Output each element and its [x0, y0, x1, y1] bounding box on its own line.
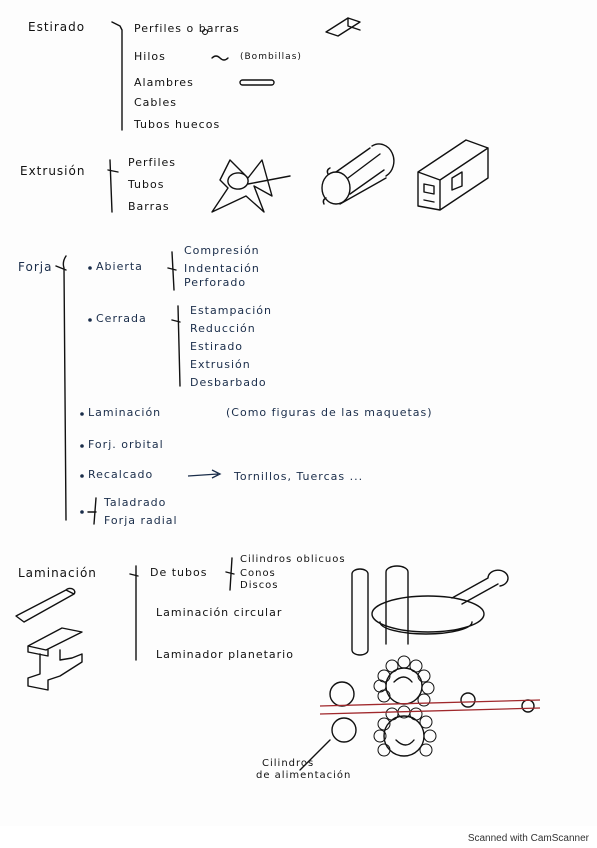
planetary-rollers [373, 655, 437, 757]
alimentacion-label-2: de alimentación [256, 770, 352, 781]
bullet-taladrado [80, 510, 84, 514]
recalcado-arrow [187, 469, 222, 479]
forja-bracket [55, 255, 67, 521]
ring-rolling-sketch [351, 565, 509, 656]
estirado-heading: Estirado [28, 20, 86, 34]
forja-laminacion: Laminación [88, 406, 162, 419]
extrusion-item: Perfiles [128, 156, 177, 169]
tubos-item: Conos [240, 568, 276, 579]
estirado-hilos-note: (Bombillas) [240, 52, 302, 62]
estirado-item: Alambres [134, 76, 194, 89]
planetary-mill-sketch [299, 667, 535, 771]
tubos-item: Cilindros oblicuos [240, 554, 346, 565]
tubos-item: Discos [240, 580, 279, 591]
cerrada-bracket [171, 305, 181, 387]
bullet-abierta [88, 266, 92, 270]
cerrada-item: Estirado [190, 340, 244, 353]
extrusion-heading: Extrusión [20, 164, 86, 178]
abierta-item: Perforado [184, 276, 247, 289]
bullet-cerrada [88, 318, 92, 322]
taladrado-bracket [87, 497, 97, 525]
cerrada-item: Extrusión [190, 358, 251, 371]
bullet-laminacion [80, 412, 84, 416]
forja-orbital: Forj. orbital [88, 438, 164, 451]
cerrada-item: Reducción [190, 322, 256, 335]
abierta-bracket [167, 251, 177, 291]
laminacion-circular: Laminación circular [156, 606, 283, 619]
estirado-item: Tubos huecos [134, 118, 221, 131]
cerrada-item: Estampación [190, 304, 272, 317]
strip-sketch [319, 699, 541, 715]
extrusion-die-sketch [211, 159, 291, 213]
tube-sketch [15, 587, 76, 623]
laminacion-de-tubos: De tubos [150, 566, 208, 579]
extrusion-item: Barras [128, 200, 170, 213]
i-beam-sketch [27, 627, 83, 691]
hilos-squiggle [211, 55, 229, 61]
forja-recalcado-result: Tornillos, Tuercas ... [234, 470, 364, 483]
extruded-profile-sketch [417, 139, 489, 211]
forja-abierta-label: Abierta [96, 260, 143, 273]
extrusion-bracket [107, 159, 119, 213]
forja-taladrado: Taladrado [104, 496, 167, 509]
forja-radial: Forja radial [104, 514, 178, 527]
estirado-bracket [111, 21, 123, 131]
abierta-item: Compresión [184, 244, 260, 257]
laminacion-planetario: Laminador planetario [156, 648, 294, 661]
forja-cerrada-label: Cerrada [96, 312, 147, 325]
bar-sketch [325, 17, 361, 37]
bullet-orbital [80, 444, 84, 448]
forja-recalcado: Recalcado [88, 468, 154, 481]
scanner-watermark: Scanned with CamScanner [467, 833, 589, 844]
estirado-item: Hilos [134, 50, 166, 63]
fluted-cylinder-sketch [321, 143, 395, 205]
bullet-recalcado [80, 474, 84, 478]
tubos-bracket [225, 557, 235, 591]
forja-laminacion-note: (Como figuras de las maquetas) [226, 406, 433, 419]
estirado-item: Cables [134, 96, 177, 109]
extrusion-item: Tubos [128, 178, 165, 191]
scanner-footer-band [0, 826, 597, 848]
alambre-rod [239, 79, 275, 86]
forja-heading: Forja [18, 260, 53, 274]
laminacion-bracket [129, 565, 139, 661]
estirado-item: Perfiles o barras [134, 22, 240, 35]
abierta-item: Indentación [184, 262, 260, 275]
alimentacion-label-1: Cilindros [262, 758, 315, 769]
bullet-perfiles-o [202, 29, 208, 35]
laminacion-heading: Laminación [18, 566, 97, 580]
cerrada-item: Desbarbado [190, 376, 267, 389]
